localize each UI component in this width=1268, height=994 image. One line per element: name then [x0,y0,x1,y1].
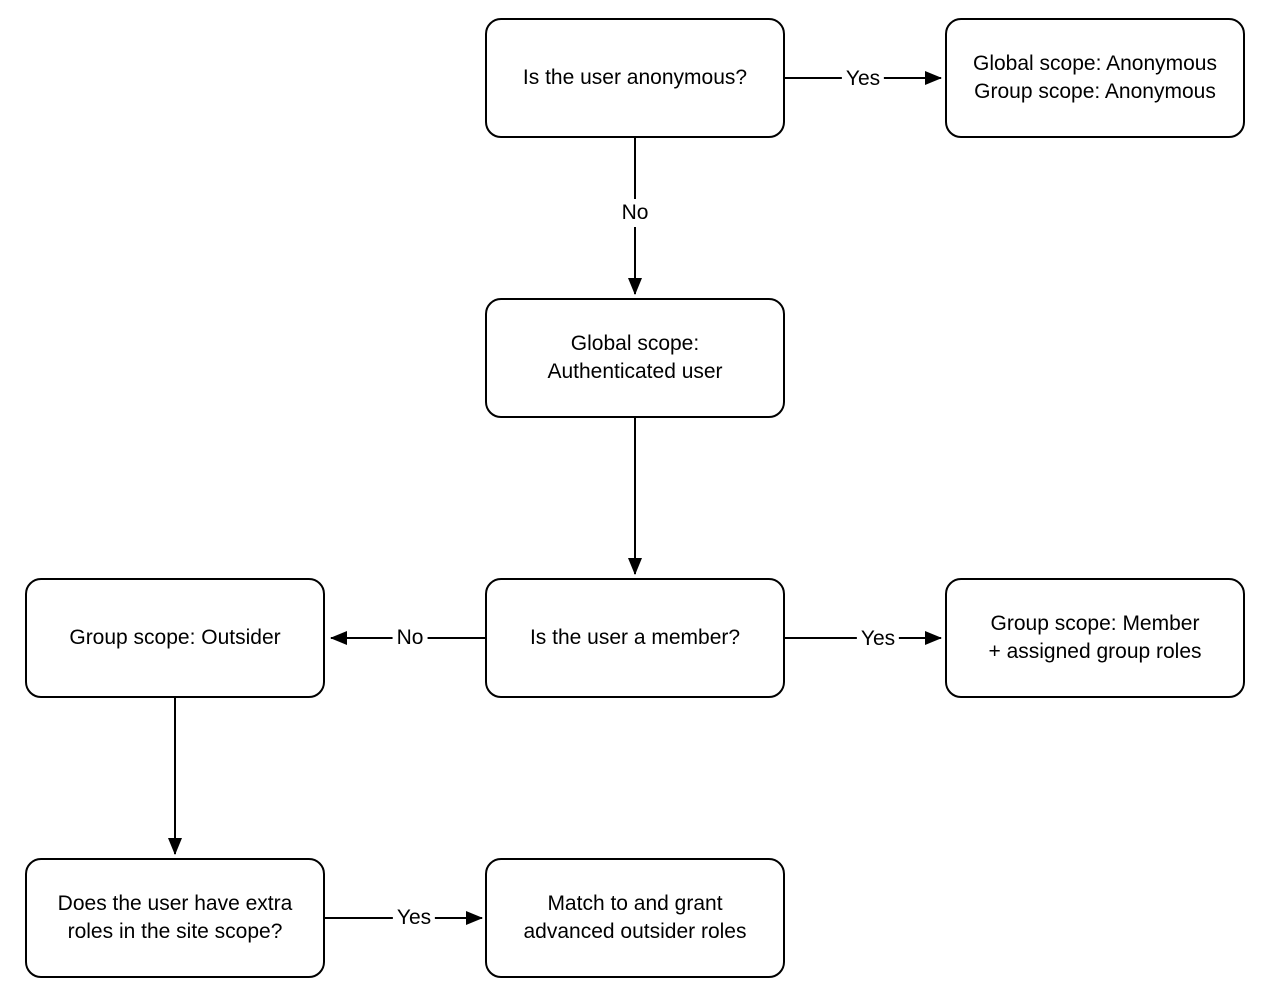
node-text-line: Global scope: Anonymous [973,52,1217,75]
node-question-extra-roles: Does the user have extra roles in the si… [25,858,325,978]
node-text-line: + assigned group roles [988,640,1202,663]
node-text-line: Group scope: Anonymous [974,80,1216,103]
edge-label-no: No [392,624,428,652]
node-text-line: Does the user have extra [57,892,293,915]
edge-label-yes: Yes [856,625,900,653]
node-text-line: Is the user anonymous? [522,66,748,89]
node-action-grant-outsider-roles: Match to and grant advanced outsider rol… [485,858,785,978]
node-question-is-user-member: Is the user a member? [485,578,785,698]
node-text-line: Match to and grant [547,892,723,915]
node-text-line: Global scope: [570,332,700,355]
edge-label-yes: Yes [841,65,885,93]
node-result-group-outsider: Group scope: Outsider [25,578,325,698]
node-question-is-user-anonymous: Is the user anonymous? [485,18,785,138]
node-text-line: Group scope: Member [990,612,1200,635]
edge-label-yes: Yes [392,904,436,932]
node-text-line: Authenticated user [547,360,723,383]
node-result-global-anonymous: Global scope: Anonymous Group scope: Ano… [945,18,1245,138]
node-text-line: Is the user a member? [529,626,741,649]
node-text-line: roles in the site scope? [67,920,283,943]
node-text-line: Group scope: Outsider [69,626,281,649]
edge-label-no: No [617,199,653,227]
node-result-group-member: Group scope: Member + assigned group rol… [945,578,1245,698]
node-result-global-authenticated: Global scope: Authenticated user [485,298,785,418]
node-text-line: advanced outsider roles [523,920,747,943]
